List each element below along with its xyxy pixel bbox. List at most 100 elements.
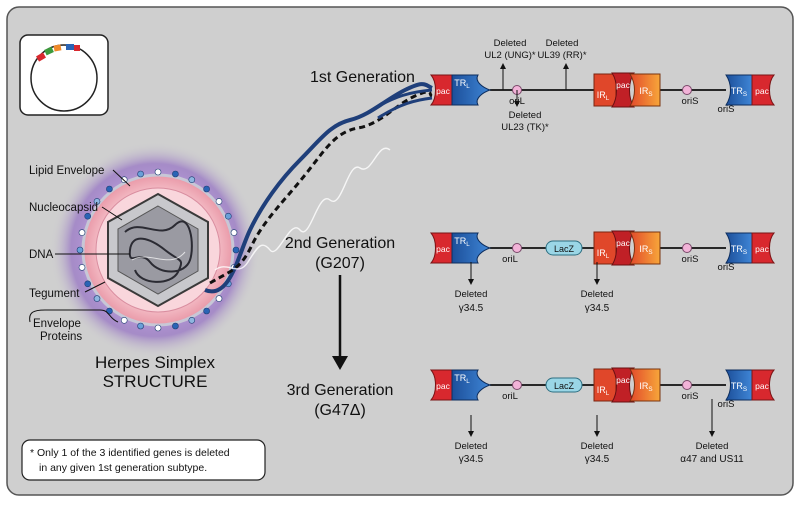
oris-marker [682,85,692,95]
pac-label: pac [436,381,450,391]
lacz-box [545,240,583,256]
irs-segment [629,231,661,265]
gen1-ul23-line1: Deleted [509,110,542,121]
gen3-label-line2: (G47Δ) [314,402,366,419]
gen3-deleted-3: Deleted [696,441,729,452]
gen1-annotations: Deleted UL2 (UNG)* Deleted UL39 (RR)* De… [484,38,586,133]
virion [76,168,240,332]
irl-label: IRL [597,90,610,102]
envelope-protein [84,280,91,288]
gen1-ul23-line2: UL23 (TK)* [501,122,549,133]
lacz-label: LacZ [554,381,575,391]
envelope-protein [230,229,238,236]
gen3-alpha47: α47 and US11 [680,454,744,465]
trl-label: TRL [454,236,470,248]
label-envelope-proteins-1: Envelope [33,318,81,330]
oril-marker [512,380,522,390]
envelope-protein [137,322,144,330]
irl-label: IRL [597,248,610,260]
envelope-protein [215,198,223,205]
pac-label: pac [436,244,450,254]
oril-label: oriL [502,254,518,265]
envelope-protein [120,176,128,183]
gen3-gamma-2: γ34.5 [585,454,610,465]
plasmid-icon [19,34,109,116]
envelope-protein [93,198,101,205]
envelope-protein [93,295,101,302]
pac-label: pac [755,244,769,254]
pac-middle [611,230,635,266]
irs-label: IRS [639,244,652,256]
gen1-ul39-line2: UL39 (RR)* [537,50,586,61]
pac-middle [611,367,635,403]
envelope-protein [137,170,144,178]
trl-label: TRL [454,373,470,385]
trs-segment [725,74,753,106]
pac-right: pac [751,369,776,401]
gen1-label: 1st Generation [310,69,415,86]
irs-label: IRS [639,381,652,393]
envelope-protein [154,168,162,176]
trs-segment [725,232,753,264]
gen2-deleted-2: Deleted [581,289,614,300]
envelope-protein [76,246,84,254]
gen2-gamma-2: γ34.5 [585,303,610,314]
envelope-protein [188,176,196,183]
trs-label: TRS [731,381,747,393]
oril-label: oriL [502,391,518,402]
trl-segment [451,232,492,264]
envelope-protein [84,212,91,220]
gen2-label-line1: 2nd Generation [285,235,395,252]
envelope-protein [203,185,210,193]
pac-right: pac [751,74,776,106]
envelope-proteins-spikes [76,168,240,332]
irs-segment [629,368,661,402]
footnote-line2: in any given 1st generation subtype. [39,462,207,474]
gen3-gamma-1: γ34.5 [459,454,484,465]
pac-middle-label: pac [616,80,630,90]
oris-label: oriS [682,96,699,107]
oris-label: oriS [682,254,699,265]
gen2-label-line2: (G207) [315,255,365,272]
pac-left: pac [429,369,454,401]
gen2-annotations: Deleted γ34.5 Deleted γ34.5 [455,262,614,314]
envelope-protein [203,307,210,315]
gen1-ul39-line1: Deleted [546,38,579,49]
generation-arrowhead [332,356,348,370]
trs-label: TRS [731,86,747,98]
label-envelope-proteins-2: Proteins [40,331,82,343]
pac-label: pac [755,381,769,391]
envelope-protein [154,324,162,332]
gen3-deleted-2: Deleted [581,441,614,452]
envelope-protein [225,212,232,220]
envelope-protein [78,264,86,271]
gen3-annotations: Deleted γ34.5 Deleted γ34.5 Deleted α47 … [455,399,744,465]
envelope-protein [106,307,113,315]
structure-title-line2: STRUCTURE [103,372,208,391]
trs-segment [725,369,753,401]
lacz-box [545,377,583,393]
envelope-protein [232,246,240,254]
label-tegument: Tegument [29,288,80,300]
oris-label: oriS [682,391,699,402]
trs-label: TRS [731,244,747,256]
oris-end-label: oriS [718,104,735,115]
envelope-protein [120,316,128,324]
oris-end-label: oriS [718,262,735,273]
gen3-label-line1: 3rd Generation [287,382,394,399]
envelope-protein [172,322,179,330]
dna-strand [204,82,433,294]
pac-middle-label: pac [616,238,630,248]
gen1-ul2-line2: UL2 (UNG)* [484,50,536,61]
envelope-protein [172,170,179,178]
lacz-label: LacZ [554,244,575,254]
irs-segment [629,73,661,107]
pac-label: pac [755,86,769,96]
trl-label: TRL [454,78,470,90]
gen3-deleted-1: Deleted [455,441,488,452]
label-dna: DNA [29,249,54,261]
trl-segment [451,369,492,401]
envelope-protein [78,229,86,236]
